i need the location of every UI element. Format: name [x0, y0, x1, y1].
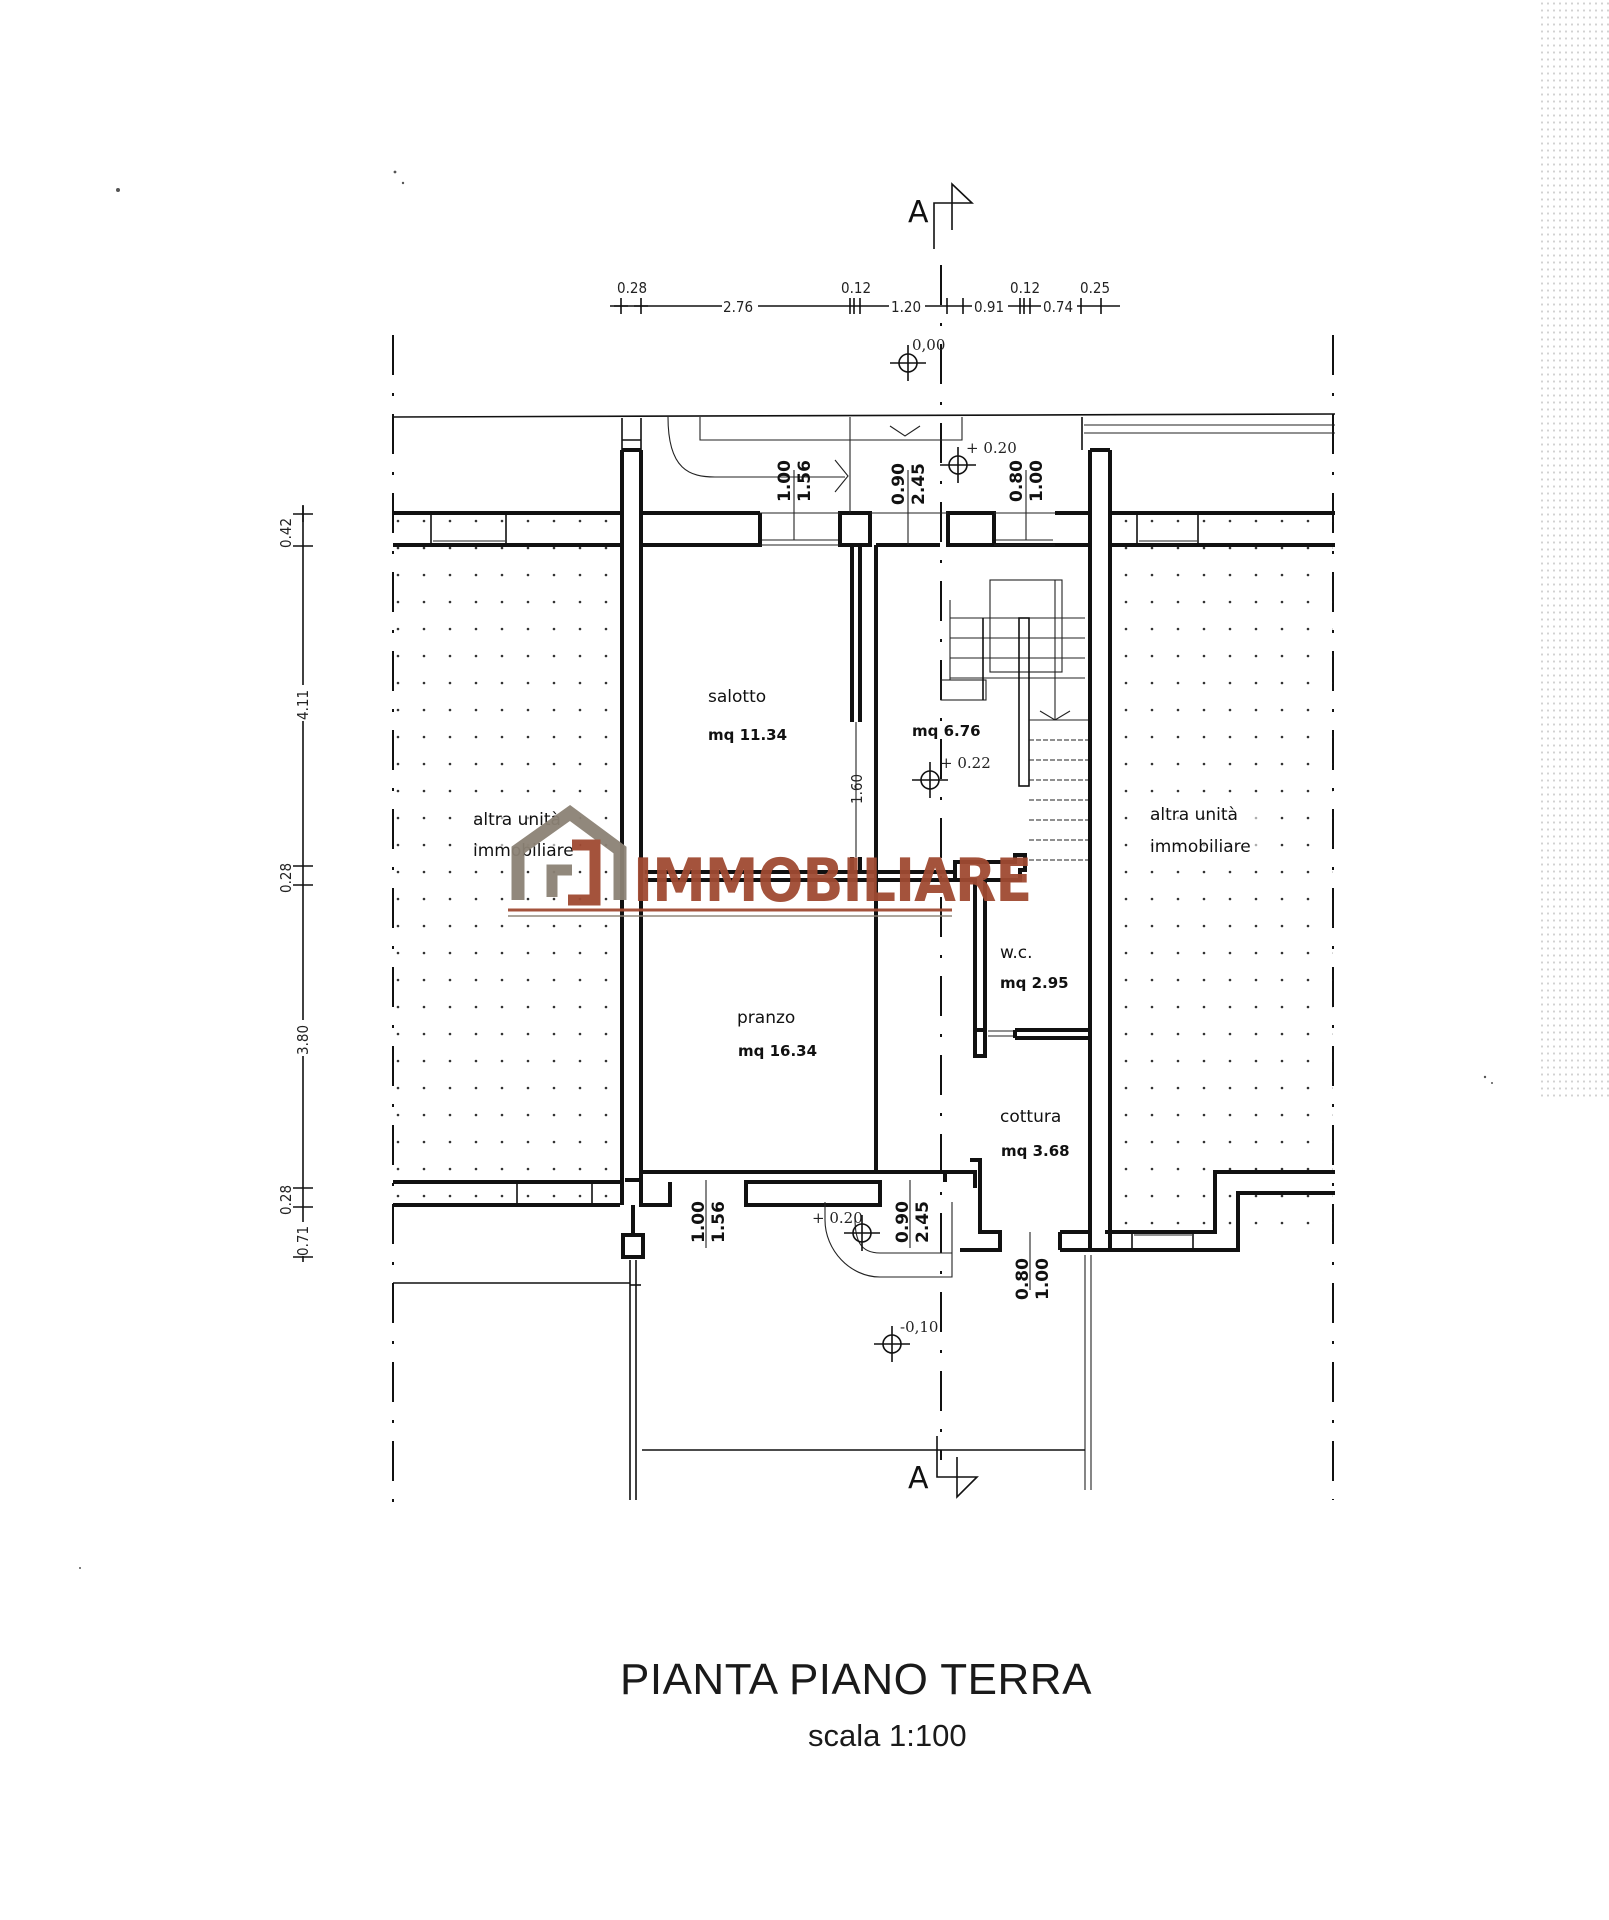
- section-label-top: A: [908, 195, 929, 230]
- section-marker-bottom: A: [908, 1436, 979, 1499]
- svg-text:salotto: salotto: [708, 687, 766, 707]
- svg-text:0.90: 0.90: [889, 463, 909, 505]
- room-cottura: cottura mq 3.68: [1000, 1107, 1070, 1160]
- svg-text:1.56: 1.56: [795, 460, 815, 502]
- front-ramp: [667, 416, 1083, 513]
- level-markers: 0,00 + 0.20 + 0.22 + 0.20 -0,10: [812, 336, 1017, 1362]
- opening-dims: 1.00 1.56 0.90 2.45 0.80 1.00 1.60 1.00 …: [689, 460, 1053, 1300]
- drawing-scale: scala 1:100: [808, 1718, 967, 1753]
- svg-text:immobiliare: immobiliare: [1150, 837, 1251, 857]
- room-pranzo: pranzo mq 16.34: [737, 1008, 817, 1060]
- svg-text:pranzo: pranzo: [737, 1008, 795, 1028]
- svg-text:1.00: 1.00: [775, 460, 795, 502]
- neighbor-right-area: [1060, 511, 1335, 1252]
- house-logo-icon: [511, 804, 627, 906]
- staircase: [940, 579, 1088, 861]
- svg-text:altra unità: altra unità: [1150, 805, 1238, 825]
- room-hall: mq 6.76: [912, 722, 981, 740]
- svg-text:+ 0.20: + 0.20: [966, 439, 1017, 457]
- svg-text:0.12: 0.12: [1010, 279, 1040, 297]
- svg-text:altra unità: altra unità: [473, 810, 561, 830]
- svg-text:4.11: 4.11: [294, 690, 312, 720]
- level-marker-icon: + 0.20: [940, 439, 1017, 483]
- svg-text:3.80: 3.80: [294, 1025, 312, 1055]
- svg-text:2.45: 2.45: [909, 463, 929, 505]
- svg-text:0.80: 0.80: [1007, 460, 1027, 502]
- svg-text:1.56: 1.56: [709, 1201, 729, 1243]
- svg-text:mq 11.34: mq 11.34: [708, 726, 787, 744]
- neighbor-left-area: [393, 511, 620, 1207]
- svg-text:2.76: 2.76: [723, 298, 753, 316]
- svg-text:0,00: 0,00: [912, 336, 945, 354]
- dimension-chain-left: 0.42 4.11 0.28 3.80 0.28 0.71: [277, 505, 313, 1262]
- svg-text:0.42: 0.42: [277, 518, 295, 548]
- svg-text:0.74: 0.74: [1043, 298, 1073, 316]
- svg-text:0.80: 0.80: [1013, 1258, 1033, 1300]
- svg-text:mq 3.68: mq 3.68: [1001, 1142, 1070, 1160]
- svg-text:1.00: 1.00: [689, 1201, 709, 1243]
- svg-text:w.c.: w.c.: [1000, 943, 1033, 963]
- svg-text:mq 2.95: mq 2.95: [1000, 974, 1069, 992]
- svg-text:0.28: 0.28: [617, 279, 647, 297]
- rear-ramp: [393, 1202, 1092, 1490]
- scan-noise-edge: [1539, 0, 1609, 1100]
- room-labels: salotto mq 11.34 mq 6.76 pranzo mq 16.34…: [708, 687, 1070, 1160]
- room-wc: w.c. mq 2.95: [1000, 943, 1069, 992]
- scan-specks: [79, 170, 1493, 1569]
- svg-text:0.28: 0.28: [277, 1185, 295, 1215]
- neighbor-right-label: altra unità immobiliare: [1146, 800, 1264, 860]
- level-marker-icon: -0,10: [874, 1318, 938, 1362]
- street-line: [392, 413, 1336, 418]
- svg-text:-0,10: -0,10: [900, 1318, 938, 1336]
- svg-text:0.25: 0.25: [1080, 279, 1110, 297]
- svg-text:2.45: 2.45: [913, 1201, 933, 1243]
- svg-text:cottura: cottura: [1000, 1107, 1061, 1127]
- svg-text:mq 16.34: mq 16.34: [738, 1042, 817, 1060]
- svg-text:1.00: 1.00: [1027, 460, 1047, 502]
- svg-text:+ 0.20: + 0.20: [812, 1209, 863, 1227]
- svg-text:+ 0.22: + 0.22: [940, 754, 991, 772]
- svg-text:0.71: 0.71: [294, 1226, 312, 1256]
- level-marker-icon: + 0.22: [912, 754, 991, 798]
- svg-text:1.00: 1.00: [1033, 1258, 1053, 1300]
- level-marker-icon: + 0.20: [812, 1209, 880, 1251]
- dimension-chain-top: 0.28 2.76 0.12 1.20 0.91 0.12 0.74 0.25: [610, 279, 1120, 316]
- section-label-bottom: A: [908, 1461, 929, 1496]
- svg-text:1.60: 1.60: [848, 774, 866, 804]
- brand-wordmark: IMMOBILIARE: [633, 846, 1031, 916]
- level-marker-icon: 0,00: [890, 336, 945, 381]
- svg-text:0.90: 0.90: [893, 1201, 913, 1243]
- svg-text:0.12: 0.12: [841, 279, 871, 297]
- svg-text:mq 6.76: mq 6.76: [912, 722, 981, 740]
- section-marker-top: A: [908, 182, 975, 249]
- svg-text:0.91: 0.91: [974, 298, 1004, 316]
- watermark-logo: IMMOBILIARE: [508, 804, 1032, 917]
- windows-top: [760, 512, 1055, 546]
- drawing-title: PIANTA PIANO TERRA: [620, 1655, 1092, 1704]
- neighbor-left-label: altra unità immobiliare: [470, 805, 580, 865]
- svg-text:1.20: 1.20: [891, 298, 921, 316]
- room-salotto: salotto mq 11.34: [708, 687, 787, 744]
- svg-text:0.28: 0.28: [277, 863, 295, 893]
